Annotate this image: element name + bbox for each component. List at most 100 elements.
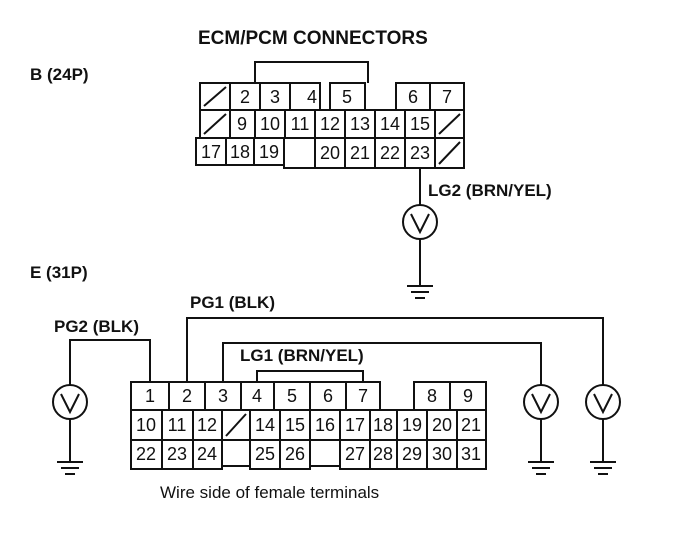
connector-e-pin: 2 [182,386,192,406]
connector-e-pin: 8 [427,386,437,406]
connector-b-cell [284,109,316,139]
connector-b-pin: 13 [350,114,370,134]
connector-e-pin: 16 [315,415,335,435]
connector-b-pin: 9 [237,114,247,134]
connector-b-pin: 6 [408,87,418,107]
connector-b-cell [374,137,406,169]
connector-b-pin: 4 [307,87,317,107]
connector-e-cell [396,409,428,441]
connector-e-pin: 10 [136,415,156,435]
pg2-circuit [52,339,151,475]
connector-b-pin: 5 [342,87,352,107]
connector-e-pin: 21 [461,415,481,435]
connector-b-pin: 23 [410,143,430,163]
connector-e-cell [369,439,398,470]
connector-e-pin: 9 [463,386,473,406]
pg1-ground-icon [590,461,616,475]
connector-e-cell [192,439,223,470]
connector-b-cell [404,137,436,169]
connector-e-pin: 18 [373,415,393,435]
pg1-voltmeter-symbol [593,393,613,415]
connector-b-blank-slash [203,113,227,135]
connector-e-key-notch [221,440,251,467]
connector-e-pin: 3 [218,386,228,406]
connector-b-pin: 20 [320,143,340,163]
connector-e-cell [249,439,281,470]
connector-b-pin: 19 [259,142,279,162]
lg2-voltmeter-symbol [410,213,430,235]
wire-label-lg2: LG2 (BRN/YEL) [428,181,552,200]
connector-e-pin: 11 [168,415,187,435]
connector-b-cell [344,137,376,169]
connector-e-pin: 25 [255,444,275,464]
connector-e-cell [130,439,163,470]
connector-e-pin: 22 [136,444,156,464]
connector-e-pin: 19 [402,415,422,435]
connector-e-cell [426,439,458,470]
connector-e-cell [396,439,428,470]
lg2-ground-icon [407,285,433,299]
connector-e-label: E (31P) [30,263,88,282]
connector-b-pin: 22 [380,143,400,163]
connector-e-key-notch [309,440,341,467]
connector-b-cell [195,137,227,166]
connector-b-pin: 18 [230,142,250,162]
pg2-wire [69,339,151,385]
connector-e-cell [456,409,487,441]
connector-b-cell [225,137,255,166]
connector-b: 2 3 4 5 6 7 9 10 11 12 13 14 15 17 18 [195,61,465,169]
pg1-circuit [186,317,621,475]
pg2-ground-icon [57,461,83,475]
connector-b-pin: 15 [410,114,430,134]
connector-b-cell [253,137,285,166]
connector-e-cell [309,409,341,441]
connector-b-pin: 21 [350,143,370,163]
diagram-title: ECM/PCM CONNECTORS [198,28,428,49]
connector-e-pin: 12 [197,415,217,435]
connector-b-key-notch [283,138,316,169]
connector-b-blank-slash [203,86,227,107]
connector-e-pin: 6 [323,386,333,406]
pg2-voltmeter-symbol [60,393,80,415]
connector-e-pin: 31 [461,444,481,464]
connector-b-pin: 12 [320,114,340,134]
connector-b-cell [329,82,366,111]
connector-b-pin: 17 [201,142,221,162]
connector-e-pin: 29 [402,444,422,464]
pg1-wire [186,317,604,385]
connector-e-pin: 27 [345,444,365,464]
lg1-circuit [222,342,559,475]
connector-b-blank-slash [438,113,461,135]
connector-b-pin: 7 [442,87,452,107]
connector-b-cell [374,109,406,139]
connector-e-cell [192,409,223,441]
connector-e-pin: 20 [432,415,452,435]
connector-b-pin: 11 [291,114,310,134]
connector-b-pin: 2 [240,87,250,107]
wire-label-pg1: PG1 (BLK) [190,293,275,312]
connector-e-cell [249,409,281,441]
lg1-bridge-wire [256,370,364,382]
connector-b-pin: 14 [380,114,400,134]
connector-b-label: B (24P) [30,65,89,84]
lg1-voltmeter-symbol [531,393,551,415]
connector-e-cell [369,409,398,441]
connector-e-pin: 24 [197,444,217,464]
wire-label-lg1: LG1 (BRN/YEL) [240,346,364,365]
connector-b-cell [429,82,465,111]
wire-label-pg2: PG2 (BLK) [54,317,139,336]
connector-e-pin: 26 [285,444,305,464]
connector-e-cell [449,381,487,411]
connector-e-pin: 7 [358,386,368,406]
connector-e-pin: 17 [345,415,365,435]
connector-b-pin: 3 [270,87,280,107]
connector-e-pin: 28 [373,444,393,464]
connector-e-pin: 1 [145,386,155,406]
connector-e-pin: 23 [167,444,187,464]
lg1-wire [222,342,542,385]
connector-b-pin: 10 [260,114,280,134]
connector-e-pin: 5 [287,386,297,406]
connector-b-latch [254,61,369,83]
connector-e-blank-slash [225,413,247,437]
